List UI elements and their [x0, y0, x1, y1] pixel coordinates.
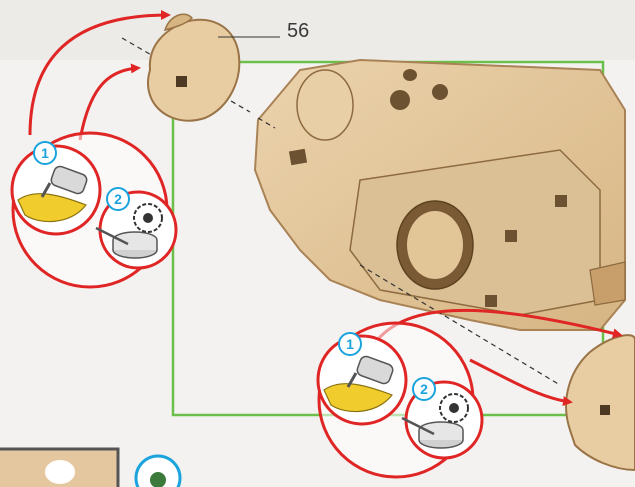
- next-step-thumbnail: [0, 449, 118, 487]
- step-2-badge-upper: 2: [106, 187, 130, 211]
- step-1-badge-lower: 1: [338, 332, 362, 356]
- part-number-label: 56: [287, 20, 309, 43]
- wooden-mechanism: [255, 60, 625, 330]
- wooden-part-lower-right: [566, 335, 635, 470]
- step-2-badge-lower: 2: [412, 377, 436, 401]
- background-band: [0, 0, 635, 60]
- gear-badge-icon: [136, 456, 180, 487]
- step-1-badge-upper: 1: [33, 141, 57, 165]
